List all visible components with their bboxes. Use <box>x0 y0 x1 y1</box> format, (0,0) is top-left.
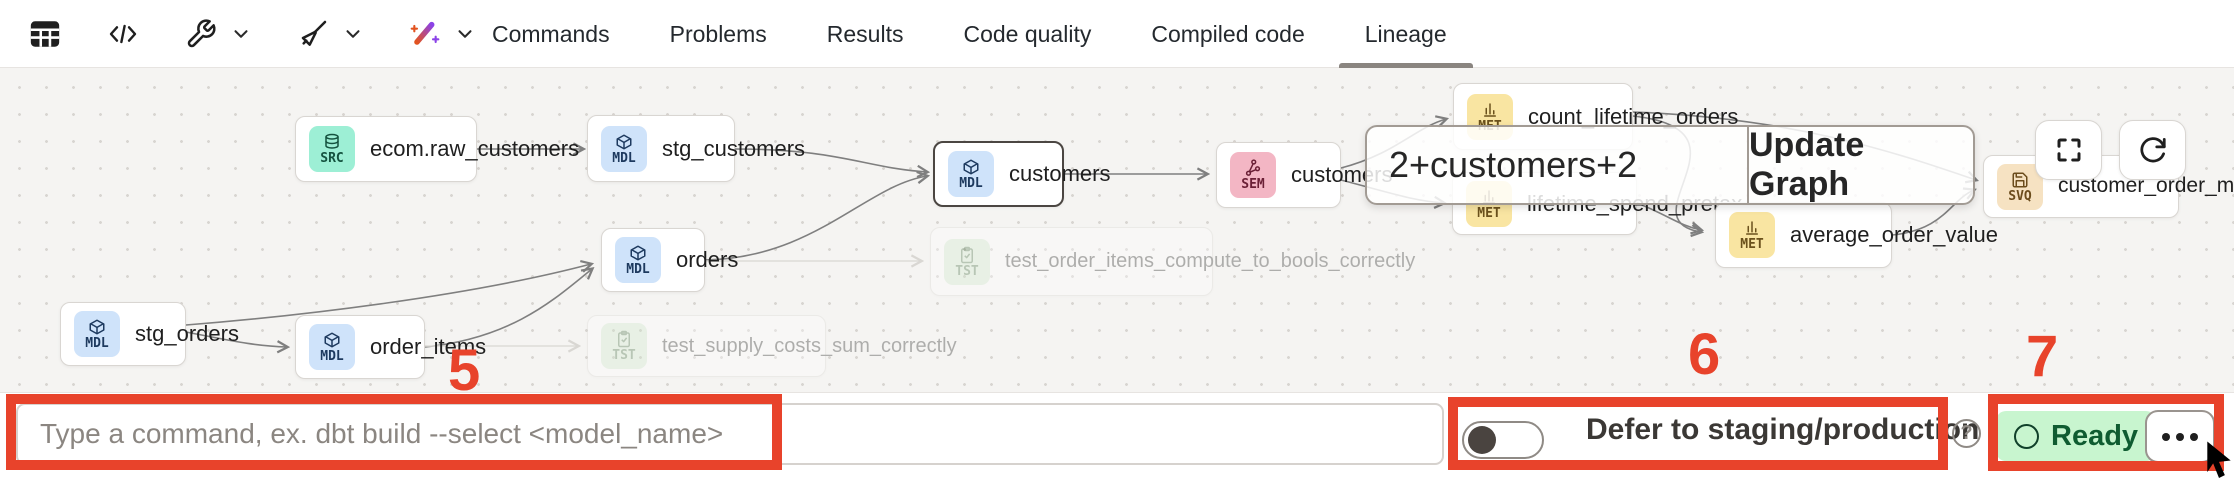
update-graph-button[interactable]: Update Graph <box>1749 126 1865 203</box>
refresh-icon <box>2139 137 2166 163</box>
code-icon[interactable] <box>106 17 140 51</box>
ready-status-button[interactable]: Ready <box>1996 411 2157 461</box>
save-icon <box>2012 172 2028 187</box>
lineage-node-stg-customers[interactable]: MDL stg_customers <box>587 115 805 182</box>
node-label: order_items <box>370 334 487 360</box>
lineage-canvas[interactable]: SRC ecom.raw_customers MDL stg_customers… <box>0 68 2234 392</box>
lineage-node-test-supply-costs[interactable]: TST test_supply_costs_sum_correctly <box>587 315 957 377</box>
test-badge: TST <box>601 323 647 369</box>
help-icon[interactable]: ? <box>1952 419 1981 448</box>
saved-query-badge: SVQ <box>1997 163 2043 210</box>
cube-icon <box>630 245 646 261</box>
cleanup-tools-group <box>296 17 364 51</box>
active-tab-indicator <box>1338 63 1473 68</box>
tab-label: Commands <box>492 20 610 47</box>
tab-label: Code quality <box>963 20 1092 47</box>
tab-problems[interactable]: Problems <box>640 0 797 68</box>
more-options-button[interactable] <box>2145 410 2215 463</box>
chevron-down-icon[interactable] <box>342 23 364 45</box>
more-icon <box>2190 432 2198 441</box>
lineage-node-stg-orders[interactable]: MDL stg_orders <box>60 302 239 366</box>
tab-code-quality[interactable]: Code quality <box>933 0 1121 68</box>
build-tools-group <box>184 17 252 51</box>
wrench-icon[interactable] <box>184 17 218 51</box>
node-label: customers <box>1009 161 1111 187</box>
chevron-down-icon[interactable] <box>454 23 476 45</box>
lineage-node-average-order-value[interactable]: MET average_order_value <box>1715 202 1998 268</box>
refresh-button[interactable] <box>2119 120 2186 180</box>
toggle-knob <box>1468 426 1496 454</box>
node-label: stg_orders <box>135 321 239 347</box>
tab-label: Results <box>826 20 904 47</box>
semantic-graph-icon <box>1245 159 1261 176</box>
metric-badge: MET <box>1729 212 1775 258</box>
ready-label: Ready <box>2051 419 2139 452</box>
tab-label: Lineage <box>1364 20 1447 47</box>
lineage-node-customers-semantic[interactable]: SEM customers <box>1216 142 1392 208</box>
clipboard-check-icon <box>618 330 630 348</box>
cube-icon <box>89 319 105 335</box>
ai-tools-group <box>408 17 476 51</box>
chevron-down-icon[interactable] <box>230 23 252 45</box>
node-label: ecom.raw_customers <box>370 136 580 162</box>
table-preview-icon[interactable] <box>28 17 62 51</box>
fullscreen-button[interactable] <box>2035 120 2102 180</box>
node-label: orders <box>676 247 739 273</box>
lineage-selector: 2+customers+2 Update Graph <box>1365 125 1975 205</box>
model-badge: MDL <box>74 311 120 357</box>
lineage-node-test-order-items[interactable]: TST test_order_items_compute_to_bools_co… <box>930 227 1415 296</box>
status-circle-icon <box>2014 423 2039 449</box>
bar-chart-icon <box>1746 221 1758 235</box>
selector-input[interactable]: 2+customers+2 <box>1367 127 1749 203</box>
more-icon <box>2176 432 2184 441</box>
lineage-node-orders[interactable]: MDL orders <box>601 228 738 292</box>
command-bar: Defer to staging/production ? Ready <box>0 392 2234 478</box>
node-label: stg_customers <box>662 135 806 161</box>
command-input[interactable] <box>16 403 1444 465</box>
editor-action-icons <box>28 0 476 68</box>
tab-label: Compiled code <box>1151 20 1305 47</box>
broom-icon[interactable] <box>296 17 330 51</box>
lineage-node-order-items[interactable]: MDL order_items <box>295 315 486 379</box>
database-icon <box>325 133 339 149</box>
fullscreen-icon <box>2057 138 2080 162</box>
tab-label: Problems <box>669 20 767 47</box>
model-badge: MDL <box>948 151 994 197</box>
node-label: customer_order_metrics <box>2058 174 2234 198</box>
semantic-badge: SEM <box>1230 152 1276 198</box>
defer-label: Defer to staging/production <box>1586 413 1980 446</box>
model-badge: MDL <box>309 324 355 370</box>
source-badge: SRC <box>309 126 355 172</box>
tab-results[interactable]: Results <box>797 0 934 68</box>
lineage-node-customers-model[interactable]: MDL customers <box>933 141 1110 207</box>
clipboard-check-icon <box>961 246 973 263</box>
node-label: test_supply_costs_sum_correctly <box>662 334 957 357</box>
defer-toggle[interactable] <box>1462 421 1544 459</box>
node-label: average_order_value <box>1790 222 1998 248</box>
tab-lineage[interactable]: Lineage <box>1335 0 1477 68</box>
cube-icon <box>963 159 979 175</box>
tab-compiled-code[interactable]: Compiled code <box>1121 0 1334 68</box>
node-label: test_order_items_compute_to_bools_correc… <box>1005 250 1416 272</box>
tab-commands[interactable]: Commands <box>462 0 640 68</box>
cube-icon <box>324 332 340 348</box>
panel-tabs: Commands Problems Results Code quality C… <box>462 0 1477 68</box>
magic-wand-icon[interactable] <box>408 17 442 51</box>
cube-icon <box>616 134 632 149</box>
model-badge: MDL <box>601 125 647 172</box>
test-badge: TST <box>944 238 990 285</box>
lineage-node-ecom-raw-customers[interactable]: SRC ecom.raw_customers <box>295 116 579 182</box>
bar-chart-icon <box>1484 102 1496 117</box>
more-icon <box>2162 432 2170 441</box>
model-badge: MDL <box>615 237 661 283</box>
top-toolbar: Commands Problems Results Code quality C… <box>0 0 2234 68</box>
